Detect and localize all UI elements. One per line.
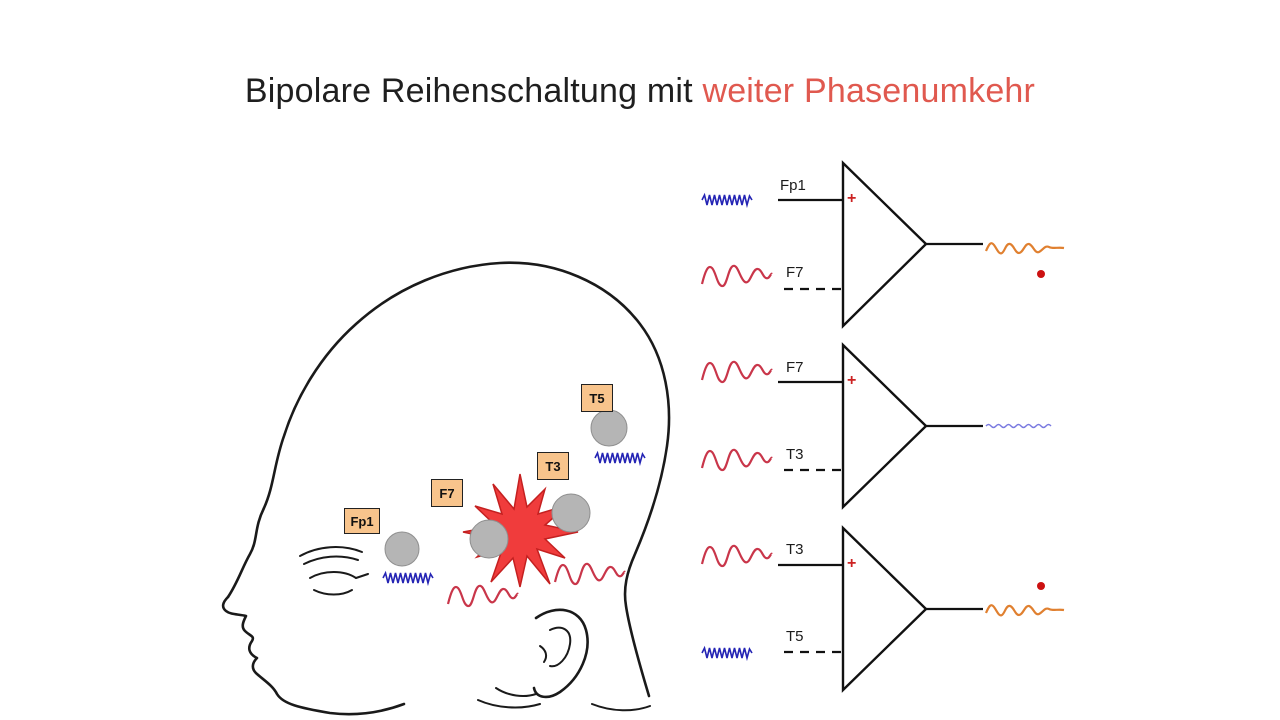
amp3-triangle — [841, 525, 928, 693]
head-wave-fp1 — [382, 572, 434, 584]
amp1-wave-input-fp1 — [701, 194, 753, 206]
electrode-label-fp1: Fp1 — [344, 508, 380, 534]
amp3-wave-input-t3 — [700, 544, 774, 568]
amp1-plus-sign: + — [847, 190, 857, 207]
amp3-phase-dot — [1037, 582, 1045, 590]
slide-title: Bipolare Reihenschaltung mit weiter Phas… — [0, 72, 1280, 111]
electrode-label-t3: T3 — [537, 452, 569, 480]
amp2-wave-input-f7 — [700, 360, 774, 384]
neck-line-2 — [495, 687, 537, 697]
amp2-triangle — [841, 342, 928, 510]
eye-lower-lid — [313, 589, 353, 596]
neck-line-1 — [477, 699, 541, 709]
eyebrow-upper — [299, 546, 363, 557]
amp1-wave-output — [984, 242, 1066, 255]
face-profile — [221, 595, 406, 716]
amp2-plus-sign: + — [847, 372, 857, 389]
neck-line-3 — [591, 703, 651, 712]
amp1-triangle — [841, 160, 928, 329]
ear-inner — [549, 626, 572, 668]
amp2-input-top-label: F7 — [786, 359, 804, 376]
amp3-input-bottom-label: T5 — [786, 628, 804, 645]
amp3-input-top-label: T3 — [786, 541, 804, 558]
head-wave-t5 — [594, 452, 646, 464]
amp1-wave-input-f7 — [700, 264, 774, 288]
head-wave-f7 — [446, 584, 520, 608]
eye-corner — [355, 573, 369, 579]
electrode-circle-fp1 — [384, 531, 420, 567]
amp3-wave-input-t5 — [701, 647, 753, 659]
electrode-label-f7: F7 — [431, 479, 463, 507]
electrode-circle-t3 — [551, 493, 591, 533]
eye-upper-lid — [309, 571, 357, 579]
seizure-focus-star — [462, 473, 579, 588]
amp1-phase-dot — [1037, 270, 1045, 278]
amp1-input-top-label: Fp1 — [780, 177, 806, 194]
amplifier-3 — [700, 525, 1066, 693]
electrode-label-t5: T5 — [581, 384, 613, 412]
head-wave-t3 — [553, 562, 627, 586]
eyebrow-lower — [303, 555, 359, 565]
slide-title-black: Bipolare Reihenschaltung mit — [244, 72, 693, 110]
ear-outline — [532, 608, 589, 699]
head-sketch — [221, 261, 671, 716]
amp2-wave-output-flat — [985, 423, 1052, 429]
amp2-input-bottom-label: T3 — [786, 446, 804, 463]
electrode-circle-f7 — [469, 519, 509, 559]
slide-title-highlight: weiter Phasenumkehr — [702, 72, 1036, 110]
amplifier-1 — [700, 160, 1066, 329]
ear-tragus — [539, 645, 548, 663]
head-outline — [226, 261, 671, 698]
amp3-wave-output — [984, 604, 1066, 617]
amp3-plus-sign: + — [847, 555, 857, 572]
electrode-circle-t5 — [590, 409, 628, 447]
amplifier-2 — [700, 342, 1052, 510]
amp2-wave-input-t3 — [700, 448, 774, 472]
amp1-input-bottom-label: F7 — [786, 264, 804, 281]
